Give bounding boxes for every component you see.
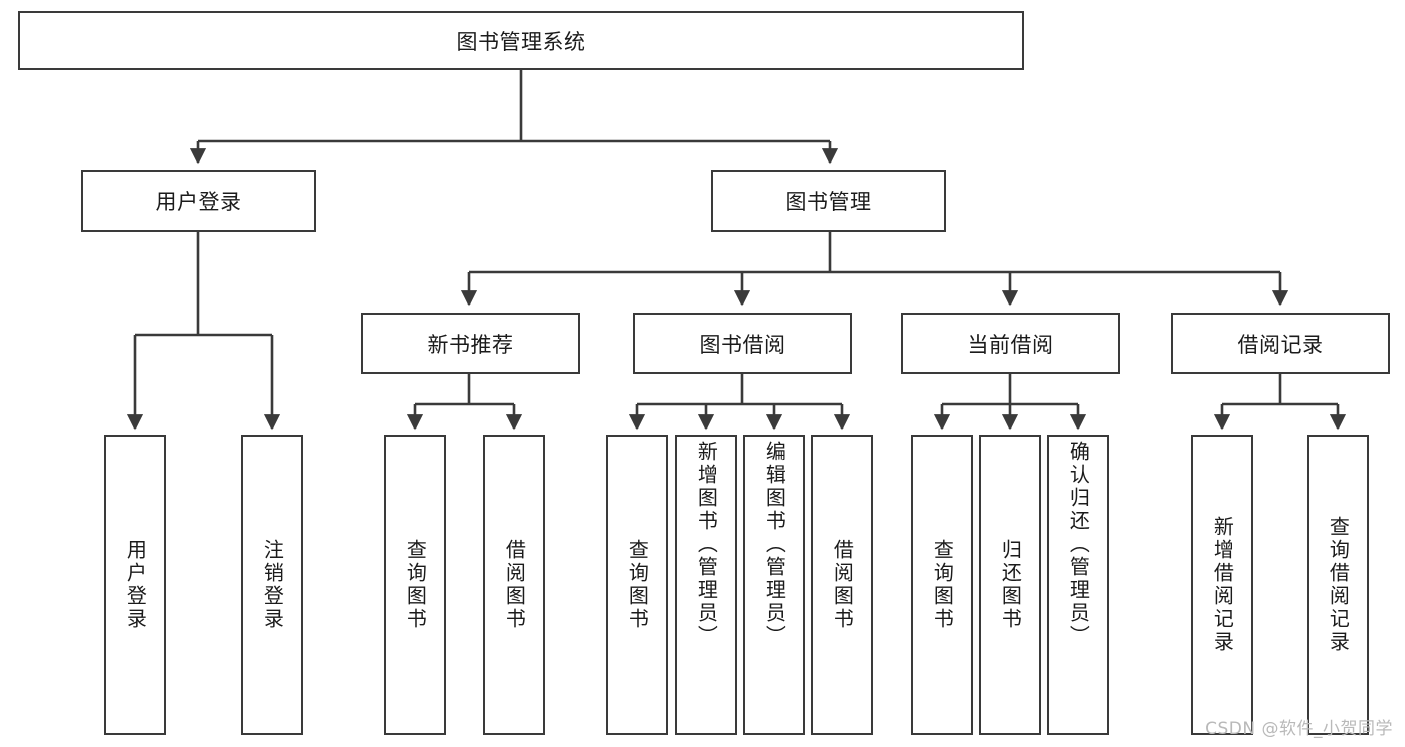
node-book-manage[interactable]: 图书管理 bbox=[711, 170, 946, 232]
leaf-query-record-label: 查询借阅记录 bbox=[1326, 516, 1351, 654]
node-book-borrow[interactable]: 图书借阅 bbox=[633, 313, 852, 374]
leaf-add-book[interactable]: 新增图书（管理员） bbox=[675, 435, 737, 735]
node-current-borrow[interactable]: 当前借阅 bbox=[901, 313, 1120, 374]
leaf-return-book-label: 归还图书 bbox=[998, 539, 1023, 631]
leaf-edit-book-label: 编辑图书（管理员） bbox=[762, 441, 787, 648]
node-root[interactable]: 图书管理系统 bbox=[18, 11, 1024, 70]
leaf-add-record[interactable]: 新增借阅记录 bbox=[1191, 435, 1253, 735]
node-current-borrow-label: 当前借阅 bbox=[967, 332, 1054, 357]
node-new-book-recommend[interactable]: 新书推荐 bbox=[361, 313, 580, 374]
leaf-confirm-return-label: 确认归还（管理员） bbox=[1066, 441, 1091, 648]
node-root-label: 图书管理系统 bbox=[456, 29, 586, 54]
leaf-add-book-label: 新增图书（管理员） bbox=[694, 441, 719, 648]
leaf-edit-book[interactable]: 编辑图书（管理员） bbox=[743, 435, 805, 735]
leaf-borrow-book-1[interactable]: 借阅图书 bbox=[483, 435, 545, 735]
leaf-return-book[interactable]: 归还图书 bbox=[979, 435, 1041, 735]
leaf-logout[interactable]: 注销登录 bbox=[241, 435, 303, 735]
leaf-user-login-label: 用户登录 bbox=[123, 539, 148, 631]
leaf-query-book-1-label: 查询图书 bbox=[403, 539, 428, 631]
leaf-logout-label: 注销登录 bbox=[260, 539, 285, 631]
watermark-text: CSDN @软件_小贺同学 bbox=[1205, 719, 1393, 739]
leaf-borrow-book-2-label: 借阅图书 bbox=[830, 539, 855, 631]
leaf-query-book-2-label: 查询图书 bbox=[625, 539, 650, 631]
leaf-borrow-book-1-label: 借阅图书 bbox=[502, 539, 527, 631]
leaf-add-record-label: 新增借阅记录 bbox=[1210, 516, 1235, 654]
node-borrow-record[interactable]: 借阅记录 bbox=[1171, 313, 1390, 374]
leaf-confirm-return[interactable]: 确认归还（管理员） bbox=[1047, 435, 1109, 735]
leaf-borrow-book-2[interactable]: 借阅图书 bbox=[811, 435, 873, 735]
leaf-query-book-3[interactable]: 查询图书 bbox=[911, 435, 973, 735]
leaf-query-book-2[interactable]: 查询图书 bbox=[606, 435, 668, 735]
leaf-user-login[interactable]: 用户登录 bbox=[104, 435, 166, 735]
node-book-manage-label: 图书管理 bbox=[785, 190, 872, 214]
node-borrow-record-label: 借阅记录 bbox=[1237, 332, 1324, 357]
leaf-query-book-1[interactable]: 查询图书 bbox=[384, 435, 446, 735]
leaf-query-record[interactable]: 查询借阅记录 bbox=[1307, 435, 1369, 735]
node-user-login[interactable]: 用户登录 bbox=[81, 170, 316, 232]
node-new-book-recommend-label: 新书推荐 bbox=[427, 332, 514, 357]
node-user-login-label: 用户登录 bbox=[155, 190, 242, 214]
leaf-query-book-3-label: 查询图书 bbox=[930, 539, 955, 631]
node-book-borrow-label: 图书借阅 bbox=[699, 332, 786, 357]
